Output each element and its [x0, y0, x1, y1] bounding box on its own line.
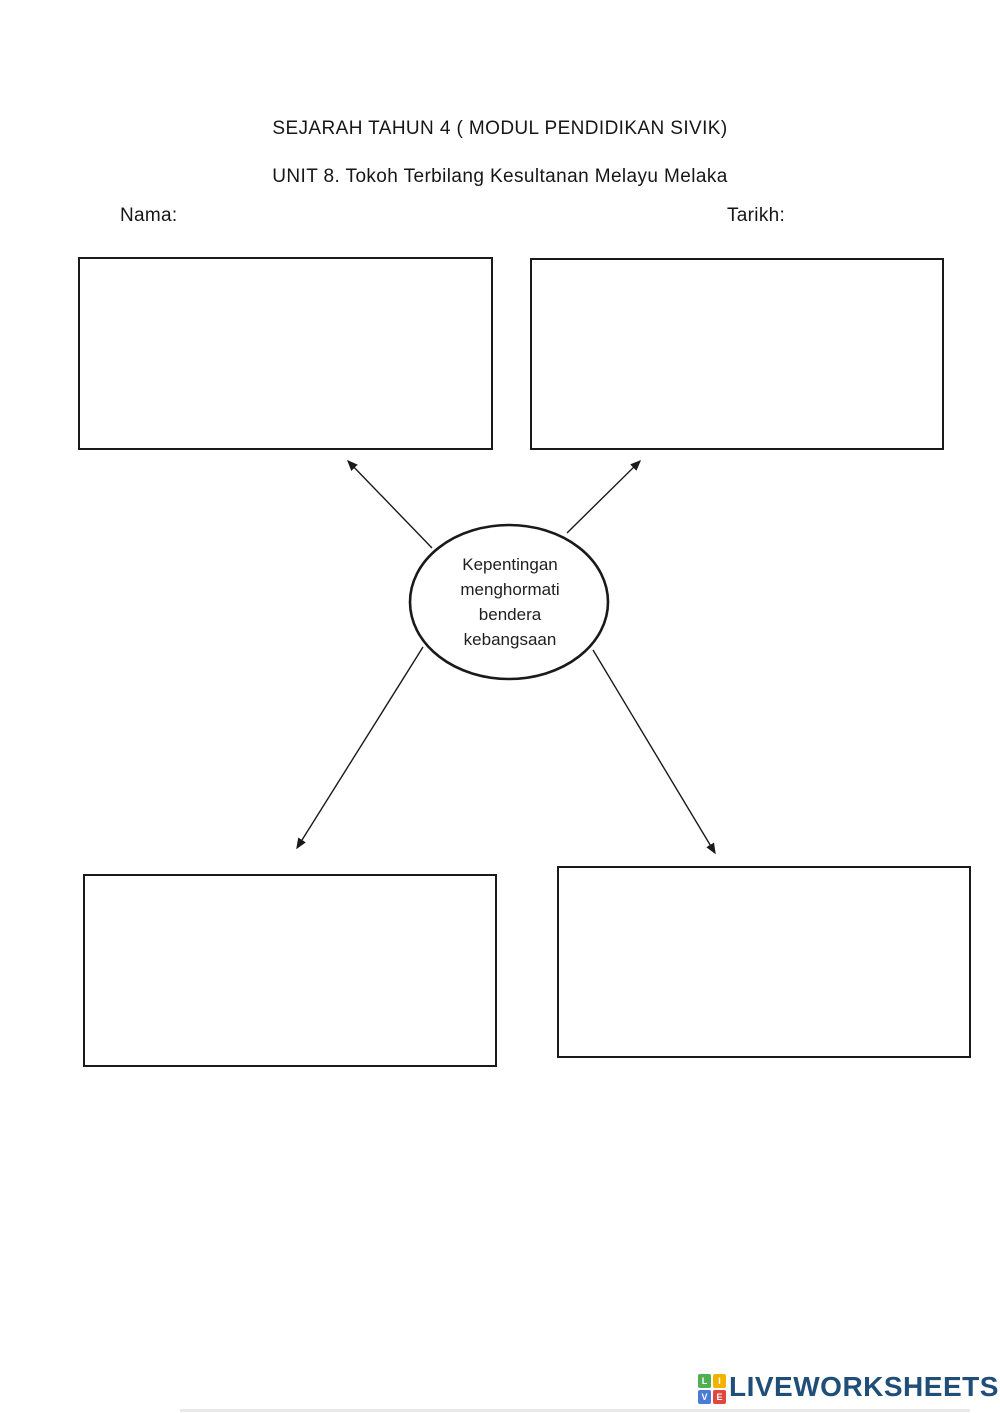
answer-box-top-right[interactable]: [530, 258, 944, 450]
date-label: Tarikh:: [727, 205, 786, 226]
answer-box-top-left[interactable]: [78, 257, 493, 450]
arrow-to-top-right-box: [566, 459, 642, 534]
logo-tile-e: E: [713, 1390, 726, 1404]
liveworksheets-wordmark: LIVEWORKSHEETS: [729, 1371, 999, 1402]
arrow-to-top-left-box: [346, 459, 433, 549]
worksheet-subtitle: UNIT 8. Tokoh Terbilang Kesultanan Melay…: [272, 166, 728, 187]
logo-tile-i: I: [713, 1374, 726, 1388]
answer-box-bottom-left[interactable]: [83, 874, 497, 1067]
answer-box-bottom-right[interactable]: [557, 866, 971, 1058]
arrow-to-bottom-left-box: [296, 646, 424, 850]
name-label: Nama:: [120, 205, 178, 226]
center-node-line: Kepentingan: [462, 555, 558, 574]
center-node-label: Kepentingan menghormati bendera kebangsa…: [410, 552, 610, 652]
center-node-line: bendera: [478, 605, 542, 624]
arrow-to-bottom-right-box: [592, 649, 716, 855]
worksheet-title: SEJARAH TAHUN 4 ( MODUL PENDIDIKAN SIVIK…: [272, 118, 728, 139]
center-node-line: kebangsaan: [463, 630, 557, 649]
center-node-line: menghormati: [460, 580, 560, 599]
page-bottom-edge: [180, 1409, 970, 1412]
logo-tile-v: V: [698, 1390, 711, 1404]
liveworksheets-logo-icon: L I V E: [698, 1374, 726, 1404]
logo-tile-l: L: [698, 1374, 711, 1388]
liveworksheets-logo: L I V E LIVEWORKSHEETS: [698, 1371, 999, 1404]
